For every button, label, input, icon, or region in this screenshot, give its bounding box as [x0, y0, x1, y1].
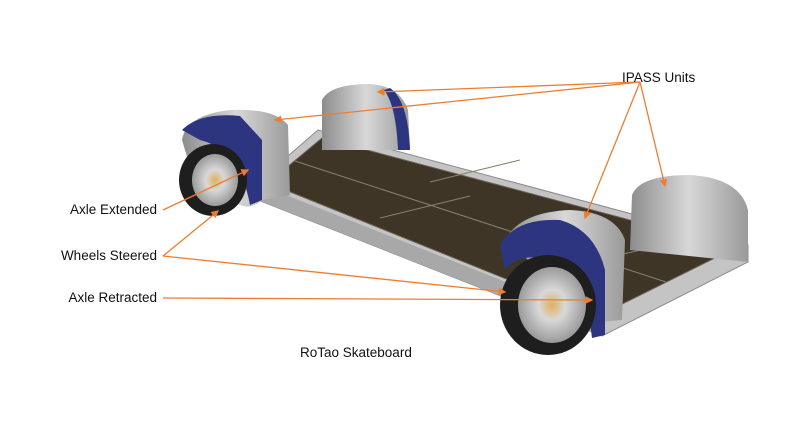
wheel-front-right [500, 210, 625, 355]
ipass-unit-back-left [322, 84, 410, 150]
caption: RoTao Skateboard [300, 345, 412, 360]
label-ipass-units: IPASS Units [622, 70, 696, 85]
ipass-unit-back-right [630, 175, 748, 262]
wheel-front-left [179, 109, 290, 216]
label-axle-retracted: Axle Retracted [68, 290, 157, 305]
label-wheels-steered: Wheels Steered [60, 248, 157, 263]
label-axle-extended: Axle Extended [69, 202, 157, 217]
callout-arrows [162, 81, 668, 304]
